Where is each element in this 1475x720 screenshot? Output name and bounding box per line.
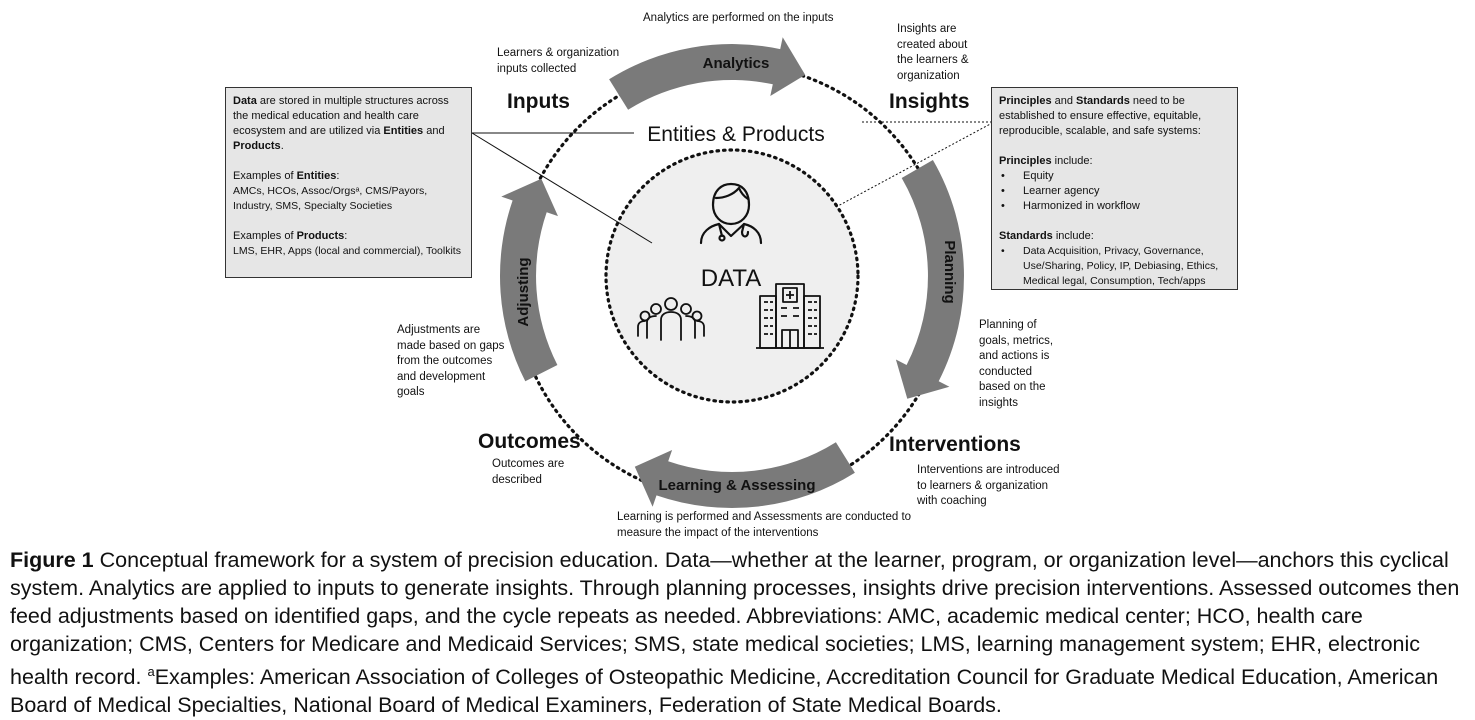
principle-item: Harmonized in workflow — [999, 199, 1230, 214]
figure-caption: Figure 1 Conceptual framework for a syst… — [10, 546, 1470, 719]
products-heading: Examples of Products: — [233, 230, 348, 242]
learning-note: Learning is performed and Assessments ar… — [617, 511, 912, 539]
analytics-arrow-label: Analytics — [703, 55, 770, 72]
planning-arrow-label: Planning — [941, 240, 958, 303]
standards-item: Data Acquisition, Privacy, Governance, U… — [999, 244, 1230, 289]
entities-list: AMCs, HCOs, Assoc/Orgsᵃ, CMS/Payors, Ind… — [233, 185, 428, 212]
principles-list: Equity Learner agency Harmonized in work… — [999, 169, 1230, 214]
analytics-note: Analytics are performed on the inputs — [643, 12, 834, 24]
caption-text: Conceptual framework for a system of pre… — [10, 548, 1460, 690]
analytics-arrow — [609, 37, 806, 110]
figure-label: Figure 1 — [10, 548, 94, 572]
planning-note: Planning of goals, metrics, and actions … — [979, 319, 1054, 409]
learning-arrow — [634, 442, 855, 508]
stage-interventions: Interventions — [889, 433, 1021, 456]
connector-left-2 — [471, 132, 653, 244]
inner-data-circle — [604, 148, 860, 404]
stage-outcomes: Outcomes — [478, 430, 581, 453]
standards-list: Data Acquisition, Privacy, Governance, U… — [999, 244, 1230, 289]
adjusting-arrow-label: Adjusting — [515, 257, 532, 326]
learning-arrow-label: Learning & Assessing — [659, 477, 816, 494]
outcomes-note: Outcomes are described — [492, 458, 565, 486]
group-people-icon — [637, 297, 705, 341]
doctor-icon — [699, 182, 763, 245]
principle-item: Equity — [999, 169, 1230, 184]
cycle-diagram: Analytics Learning & Assessing Planning … — [471, 37, 995, 508]
stage-inputs: Inputs — [507, 90, 570, 113]
data-label: DATA — [701, 265, 761, 292]
right-box-intro: Principles and Standards need to be esta… — [999, 95, 1202, 137]
adjusting-arrow — [499, 178, 558, 382]
hospital-icon — [756, 283, 824, 349]
insights-note: Insights are created about the learners … — [897, 23, 969, 82]
adjustments-note: Adjustments are made based on gaps from … — [397, 324, 505, 398]
principles-heading: Principles include: — [999, 155, 1093, 167]
caption-superscript: a — [147, 664, 155, 679]
entities-heading: Examples of Entities: — [233, 170, 340, 182]
products-list: LMS, EHR, Apps (local and commercial), T… — [233, 245, 461, 257]
entities-products-label: Entities & Products — [647, 123, 824, 146]
inputs-note: Learners & organization inputs collected — [497, 47, 620, 75]
principle-item: Learner agency — [999, 184, 1230, 199]
stage-insights: Insights — [889, 90, 970, 113]
left-box-intro: Data are stored in multiple structures a… — [233, 95, 449, 152]
standards-heading: Standards include: — [999, 230, 1094, 242]
caption-tail: Examples: American Association of Colleg… — [10, 665, 1439, 718]
principles-standards-box: Principles and Standards need to be esta… — [991, 87, 1238, 290]
interventions-note: Interventions are introduced to learners… — [917, 464, 1060, 507]
connector-right-2 — [835, 121, 995, 208]
data-entities-products-box: Data are stored in multiple structures a… — [225, 87, 472, 278]
planning-arrow — [895, 160, 964, 399]
